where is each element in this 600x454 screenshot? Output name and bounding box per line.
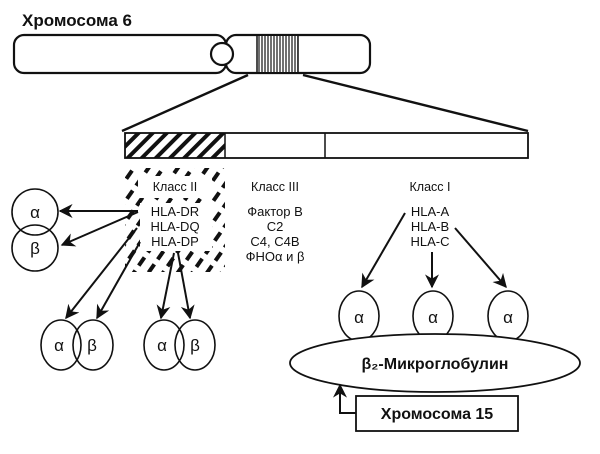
mhc-band <box>257 36 298 72</box>
gene-hla-dp: HLA-DP <box>151 234 199 249</box>
arrow-chromosome-15 <box>333 383 356 414</box>
gene-hla-b: HLA-B <box>411 219 449 234</box>
chromosome-6 <box>12 33 372 75</box>
alpha-label: α <box>428 308 438 327</box>
chromosome-short-arm <box>12 33 228 75</box>
alpha-label: α <box>54 336 64 355</box>
class-ii-region <box>125 133 225 158</box>
arrow-dp-beta <box>177 252 195 320</box>
chromosome-6-title: Хромосома 6 <box>22 11 132 30</box>
alpha-label: α <box>503 308 513 327</box>
arrow-dp-alpha <box>156 252 175 320</box>
hla-dq-molecule: α β <box>40 319 114 371</box>
gene-c4: C4, C4B <box>250 234 299 249</box>
mhc-gene-map <box>124 132 529 159</box>
beta-chain <box>11 224 59 272</box>
beta2-microglobulin-label: β₂-Микроглобулин <box>362 356 509 373</box>
class-iii-label: Класс III <box>251 180 299 194</box>
arrow-dr-beta <box>60 211 139 247</box>
gene-hla-c: HLA-C <box>410 234 449 249</box>
alpha-chain <box>143 319 185 371</box>
gene-factor-b: Фактор B <box>247 204 303 219</box>
beta-chain <box>174 319 216 371</box>
hla-dp-molecule: α β <box>143 319 216 371</box>
alpha-chain <box>11 188 59 236</box>
beta-label: β <box>87 336 97 355</box>
chromosome-15-label: Хромосома 15 <box>381 406 494 423</box>
alpha-label: α <box>30 203 40 222</box>
arrow-dq-beta <box>96 241 141 320</box>
beta2-microglobulin <box>289 333 581 393</box>
gene-tnf: ФНОα и β <box>246 249 305 264</box>
beta-chain <box>72 319 114 371</box>
alpha-label: α <box>157 336 167 355</box>
beta-label: β <box>30 239 40 258</box>
expansion-line-left <box>121 73 249 133</box>
class-ii-box <box>125 168 225 272</box>
class-ii-label: Класс II <box>153 180 197 194</box>
gene-hla-a: HLA-A <box>411 204 450 219</box>
gene-hla-dr: HLA-DR <box>151 204 199 219</box>
arrow-dq-alpha <box>65 227 138 320</box>
beta-label: β <box>190 336 200 355</box>
expansion-line-right <box>302 73 529 133</box>
alpha-label: α <box>354 308 364 327</box>
hla-dr-molecule: α β <box>11 188 59 272</box>
alpha-chain <box>40 319 82 371</box>
arrow-hla-b <box>454 227 507 289</box>
chromosome-15-box <box>355 395 519 432</box>
gene-c2: C2 <box>267 219 284 234</box>
arrow-hla-a <box>361 212 406 289</box>
centromere <box>209 41 235 67</box>
gene-hla-dq: HLA-DQ <box>150 219 199 234</box>
class-i-label: Класс I <box>410 180 451 194</box>
